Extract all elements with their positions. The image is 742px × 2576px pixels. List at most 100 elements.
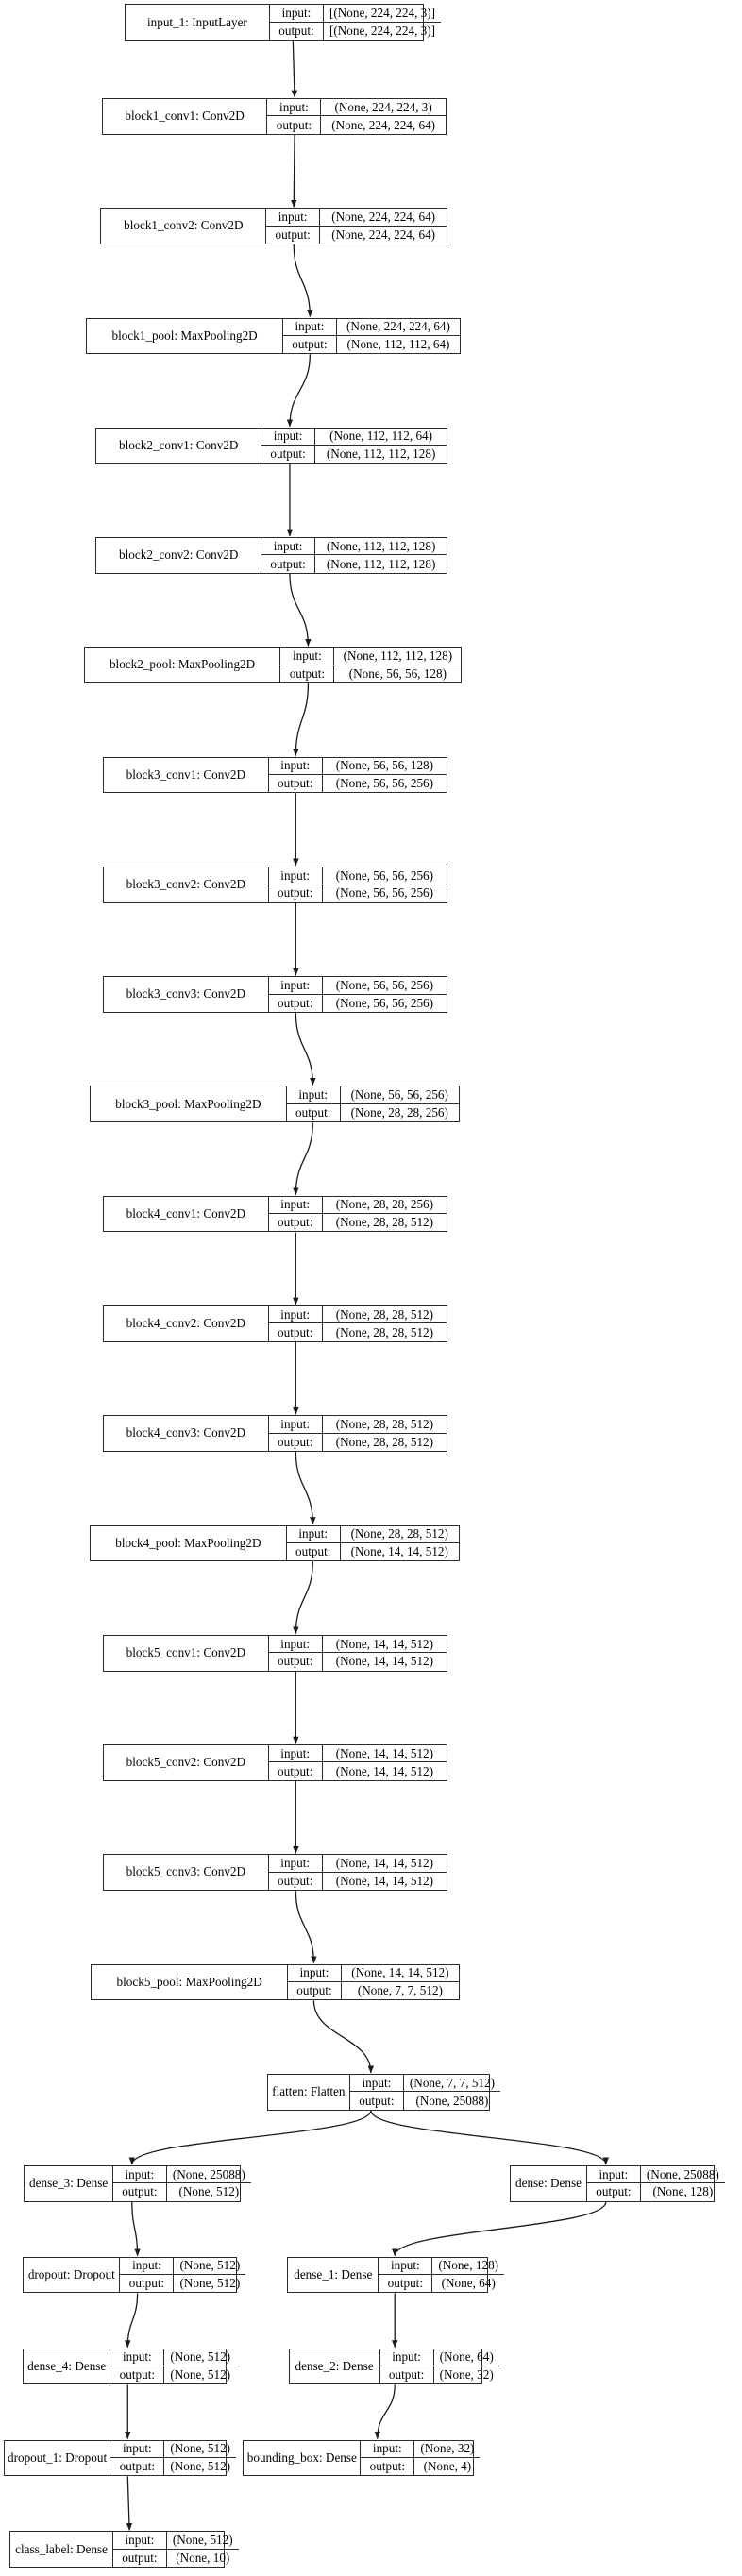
layer-name: block2_conv1: Conv2D (119, 437, 239, 452)
layer-name: block1_conv1: Conv2D (125, 109, 245, 124)
layer-name: block5_conv2: Conv2D (126, 1755, 246, 1770)
layer-name: flatten: Flatten (272, 2084, 346, 2099)
layer-io-table: input:(None, 14, 14, 512)output:(None, 7… (286, 1964, 459, 2000)
layer-name: dense_4: Dense (27, 2358, 107, 2373)
layer-input-row: input:(None, 512) (110, 2440, 237, 2458)
layer-output-label: output: (278, 1434, 313, 1449)
layer-input-label: input: (298, 1526, 329, 1541)
layer-output-label: output: (275, 227, 311, 242)
layer-output-label: output: (278, 885, 313, 901)
layer-io-table: input:(None, 28, 28, 256)output:(None, 2… (267, 1196, 447, 1232)
layer-output-row: output:(None, 10) (113, 2549, 239, 2568)
layer-io-table: input:(None, 14, 14, 512)output:(None, 1… (267, 1635, 447, 1671)
layer-input-label: input: (280, 1745, 311, 1760)
layer-output-row: output:(None, 28, 28, 512) (269, 1214, 447, 1232)
layer-input-row: input:(None, 7, 7, 512) (349, 2074, 501, 2093)
layer-output-row: output:(None, 56, 56, 256) (269, 994, 447, 1012)
layer-name: block3_conv3: Conv2D (126, 986, 246, 1002)
layer-output-shape: (None, 112, 112, 64) (335, 335, 460, 354)
layer-input-label: input: (362, 2075, 392, 2090)
layer-node-block3_conv3[interactable]: block3_conv3: Conv2D input:(None, 56, 56,… (103, 976, 448, 1013)
layer-output-shape: (None, 224, 224, 64) (319, 226, 447, 244)
edge-dropout_1-to-class_label (126, 2476, 133, 2532)
layer-input-row: input:(None, 28, 28, 512) (268, 1416, 447, 1434)
layer-output-label: output: (596, 2184, 632, 2199)
edge-input_1-to-block1_conv1 (291, 41, 298, 98)
layer-input-shape: (None, 32) (413, 2440, 480, 2457)
layer-input-label: input: (299, 1965, 329, 1980)
layer-input-label: input: (280, 867, 311, 883)
layer-io-table: input:(None, 56, 56, 128)output:(None, 5… (267, 757, 447, 793)
layer-input-label: input: (273, 429, 303, 444)
layer-io-table: input:(None, 56, 56, 256)output:(None, 5… (267, 977, 447, 1012)
layer-name: class_label: Dense (15, 2541, 108, 2556)
layer-input-row: input:[(None, 224, 224, 3)] (269, 5, 442, 23)
layer-input-shape: (None, 56, 56, 256) (339, 1086, 459, 1103)
layer-input-label: input: (599, 2166, 629, 2181)
layer-output-label: output: (119, 2367, 156, 2382)
layer-input-row: input:(None, 56, 56, 128) (268, 757, 447, 775)
layer-io-table: input:(None, 112, 112, 128)output:(None,… (261, 538, 447, 573)
layer-output-label: output: (388, 2367, 425, 2382)
layer-output-label: output: (278, 1763, 313, 1778)
layer-name: block2_conv2: Conv2D (119, 547, 239, 563)
layer-input-row: input:(None, 32) (361, 2440, 481, 2458)
edge-dropout-to-dense_4 (125, 2293, 139, 2349)
layer-name: dropout: Dropout (27, 2266, 115, 2281)
layer-io-table: input:(None, 56, 56, 256)output:(None, 2… (285, 1086, 459, 1122)
layer-output-row: output:[(None, 224, 224, 3)] (270, 22, 441, 41)
layer-io-table: input:(None, 32)output:(None, 4) (360, 2440, 481, 2476)
layer-input-row: input:(None, 56, 56, 256) (286, 1086, 459, 1104)
layer-output-row: output: (None, 14, 14, 512) (269, 1762, 447, 1780)
layer-output-shape: (None, 14, 14, 512) (321, 1762, 447, 1780)
layer-input-shape: (None, 224, 224, 64) (319, 209, 447, 226)
layer-input-row: input:(None, 112, 112, 128) (280, 648, 462, 665)
layer-output-row: output:(None, 512) (113, 2183, 251, 2201)
layer-output-label: output: (295, 1544, 331, 1559)
layer-node-block5_conv2[interactable]: block5_conv2: Conv2D input: (None, 14, 14,… (103, 1744, 448, 1781)
edge-block4_pool-to-block5_conv1 (293, 1561, 313, 1635)
layer-input-shape: [(None, 224, 224, 3)] (322, 5, 441, 22)
layer-input-shape: (None, 112, 112, 128) (333, 648, 461, 665)
edge-block2_pool-to-block3_conv1 (293, 683, 310, 757)
layer-io-table: input:(None, 28, 28, 512)output:(None, 1… (285, 1525, 459, 1561)
layer-output-label: output: (295, 1105, 331, 1120)
layer-output-shape: (None, 14, 14, 512) (321, 1872, 447, 1891)
layer-output-shape: (None, 56, 56, 128) (333, 665, 461, 683)
layer-output-label: output: (270, 556, 306, 571)
edge-dense-to-dense_1 (392, 2201, 607, 2257)
layer-input-row: input:(None, 28, 28, 256) (268, 1196, 447, 1215)
layer-node-block2_conv2[interactable]: block2_conv2: Conv2D input:(None, 112, 11… (95, 537, 448, 574)
layer-input-shape: (None, 64) (432, 2349, 499, 2366)
layer-io-table: input:(None, 224, 224, 64)output:(None, … (281, 318, 461, 354)
layer-input-row: input:(None, 224, 224, 64) (282, 318, 461, 336)
layer-output-row: output:(None, 224, 224, 64) (267, 116, 445, 134)
layer-output-row: output:(None, 4) (361, 2457, 480, 2476)
